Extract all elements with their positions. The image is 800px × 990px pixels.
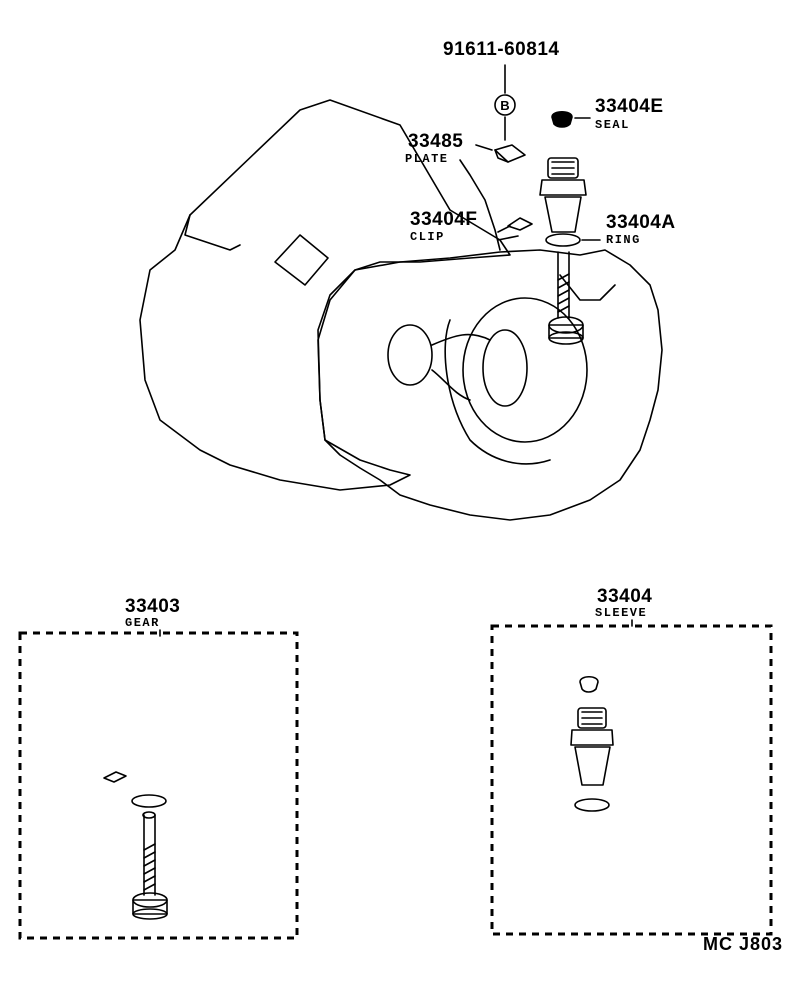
- clip-part: [497, 217, 533, 233]
- ring-part-number: 33404A: [606, 212, 676, 233]
- square-boss: [274, 234, 329, 286]
- clip-name: CLIP: [410, 230, 445, 244]
- bolt-part-number: 91611-60814: [443, 39, 559, 60]
- plate-part-number: 33485: [408, 131, 463, 152]
- side-boss: [387, 324, 433, 386]
- seal-part: [551, 110, 573, 128]
- inner-bore-inner: [482, 329, 528, 407]
- sleeve-kit: 33404 SLEEVE: [490, 586, 773, 936]
- sleeve-assembly: [539, 157, 587, 345]
- seal-name: SEAL: [595, 118, 630, 132]
- seal-part-number: 33404E: [595, 96, 664, 117]
- clip-part-number: 33404F: [410, 209, 477, 230]
- plate-part: [459, 144, 526, 251]
- plate-name: PLATE: [405, 152, 449, 166]
- transaxle-housing: [139, 99, 663, 521]
- ring-name: RING: [606, 233, 641, 247]
- leader-lines: [475, 117, 601, 241]
- sleeve-kit-part-number: 33404: [597, 586, 652, 607]
- diagram-code: MC J803: [703, 934, 783, 954]
- housing-front-outline: [317, 249, 663, 521]
- inner-bore-outer: [462, 297, 588, 443]
- gear-kit-part-number: 33403: [125, 596, 180, 617]
- ring-part: [545, 233, 581, 247]
- bolt-symbol-circle: [494, 94, 516, 116]
- bolt-symbol: B: [500, 98, 509, 113]
- sleeve-kit-name: SLEEVE: [595, 606, 647, 620]
- housing-rear-outline: [139, 99, 511, 491]
- gear-kit: 33403 GEAR: [18, 596, 299, 940]
- bolt-part: B: [494, 64, 516, 141]
- gear-kit-box: [18, 631, 299, 940]
- gear-kit-name: GEAR: [125, 616, 160, 630]
- sleeve-kit-box: [490, 624, 773, 936]
